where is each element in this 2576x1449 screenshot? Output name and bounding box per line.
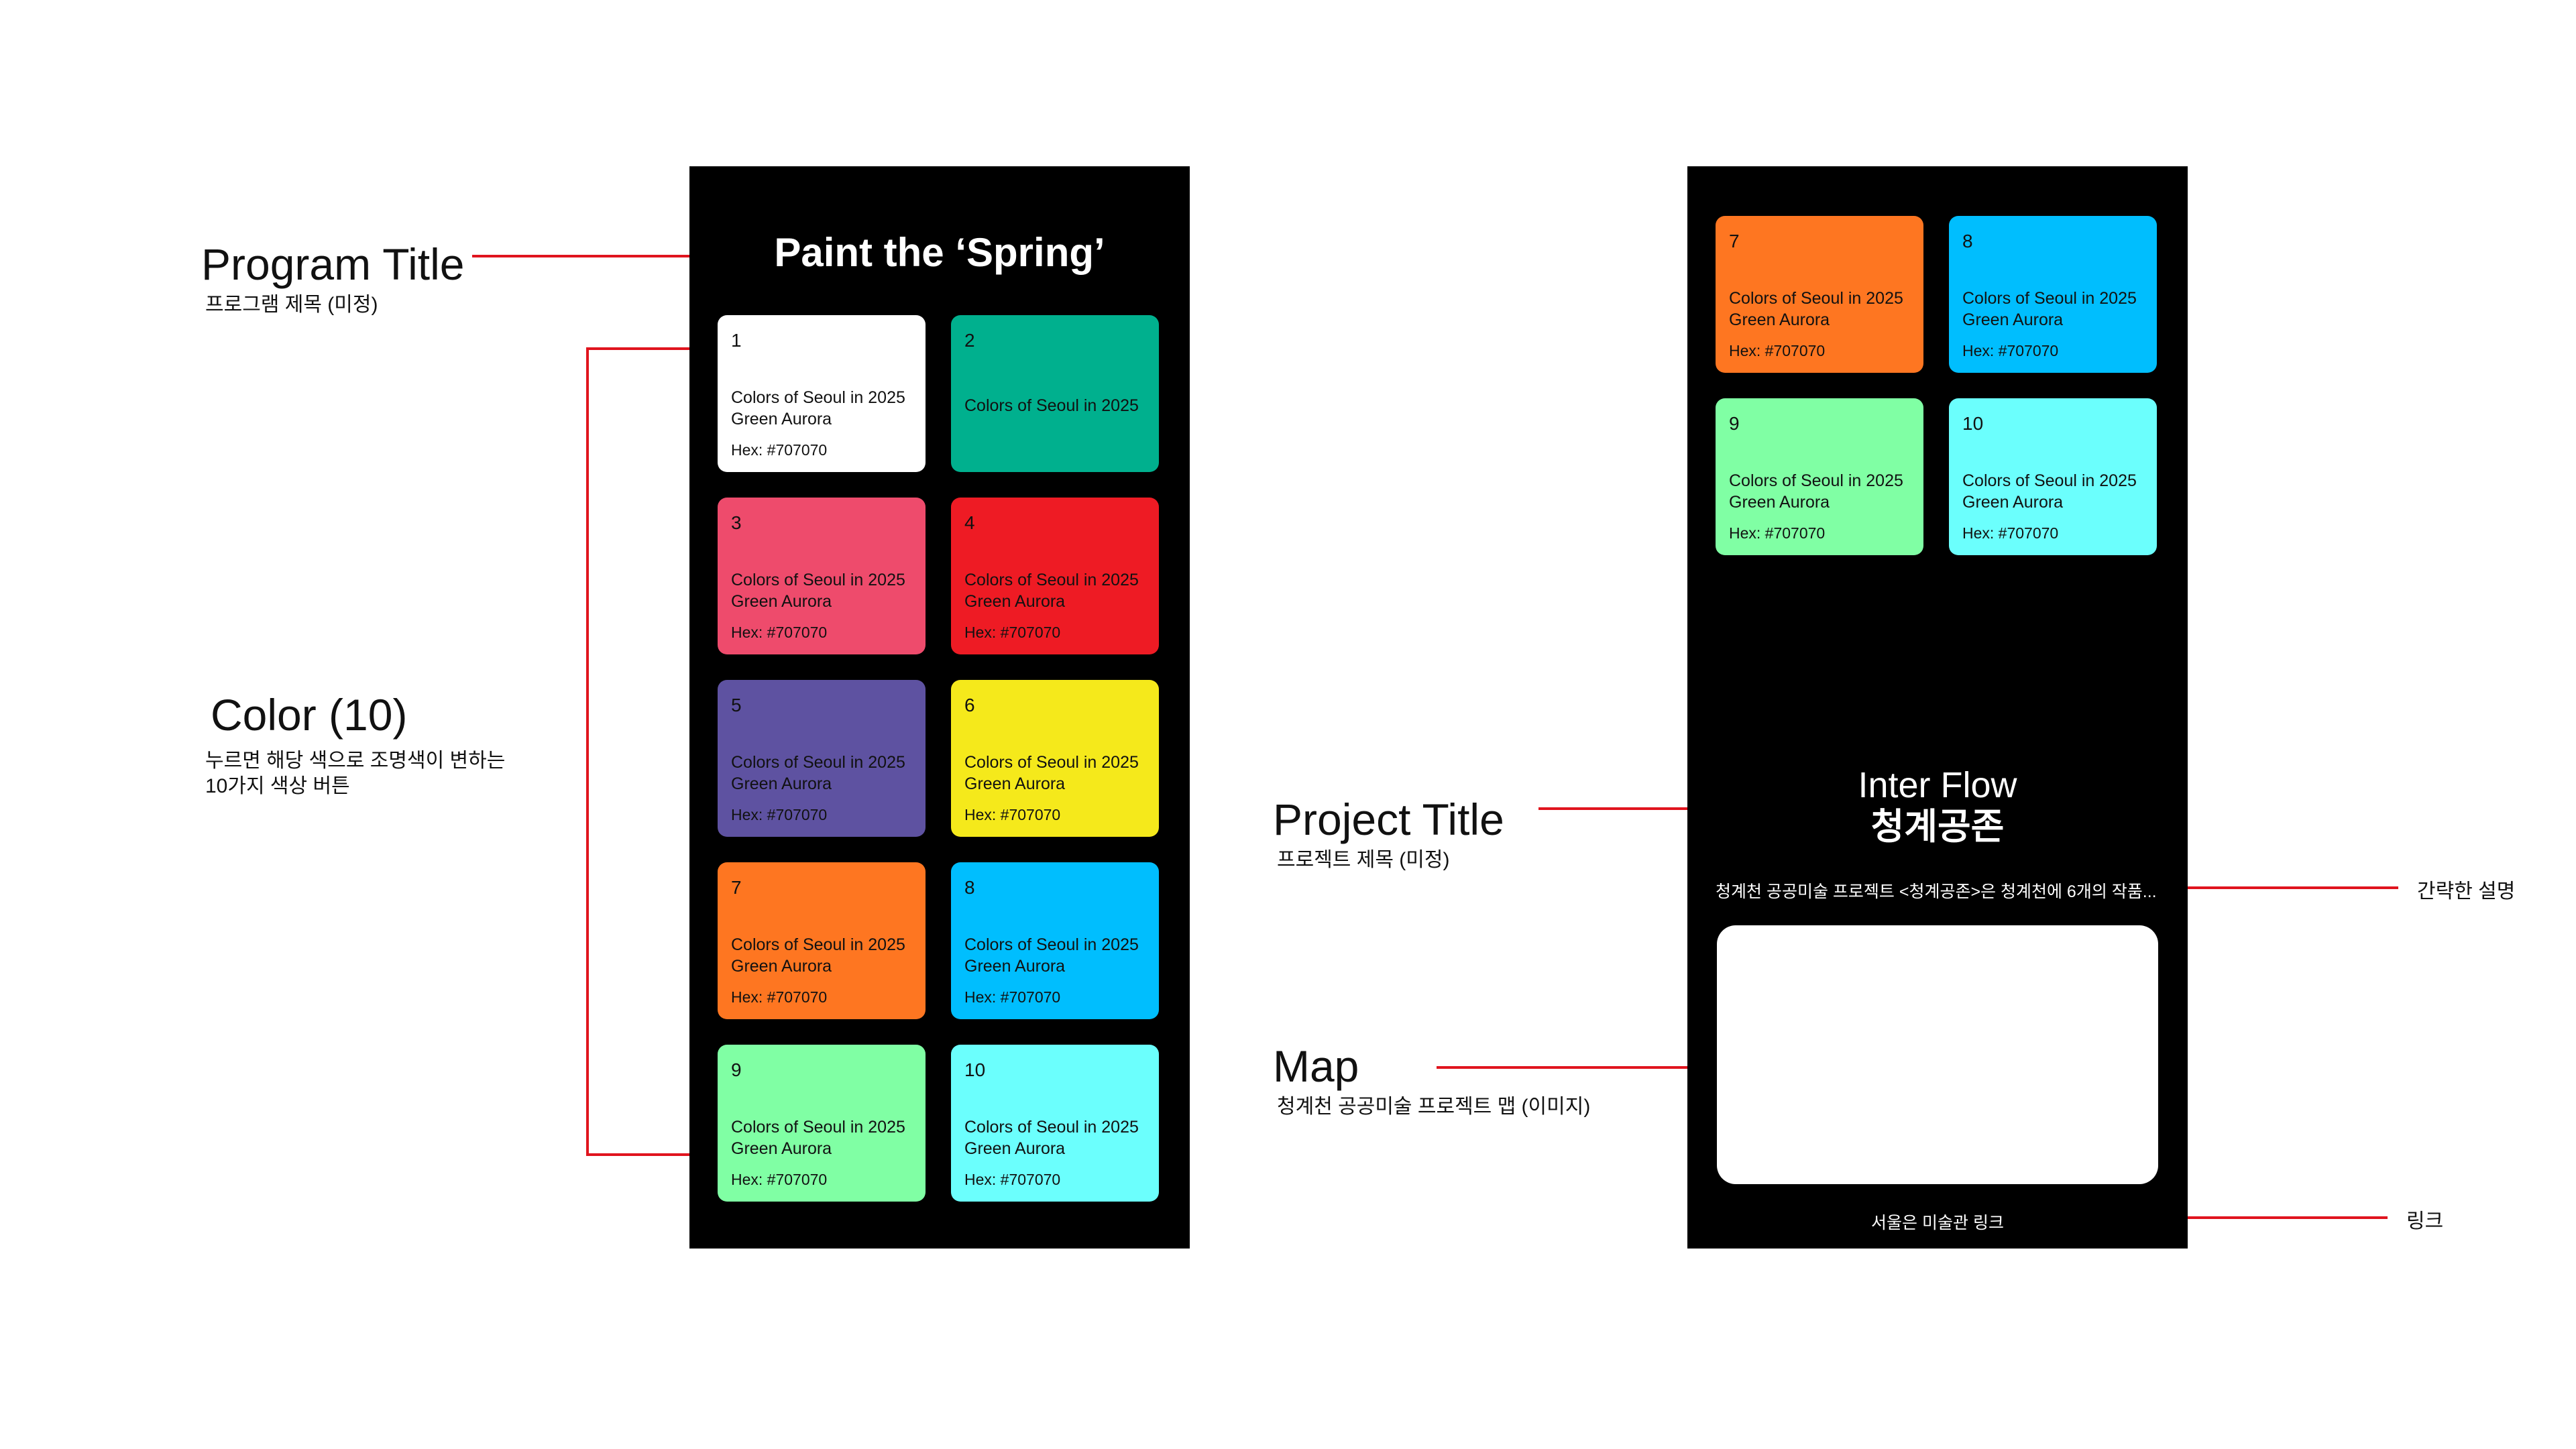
color-card-line1: Colors of Seoul in 2025 <box>964 753 1139 772</box>
annotation-line-link <box>2154 1216 2388 1219</box>
color-card-7[interactable]: 7 Colors of Seoul in 2025 Green Aurora H… <box>718 862 926 1019</box>
color-card-line1: Colors of Seoul in 2025 <box>1729 289 1903 308</box>
color-card-hex: Hex: #707070 <box>964 624 1061 641</box>
annotation-color: Color (10) <box>211 690 408 740</box>
color-card-line2: Green Aurora <box>731 1139 832 1158</box>
color-card-number: 3 <box>731 512 742 533</box>
color-card-line1: Colors of Seoul in 2025 <box>964 571 1139 589</box>
project-title-line1: Inter Flow <box>1858 765 2017 805</box>
color-card-7[interactable]: 7 Colors of Seoul in 2025 Green Aurora H… <box>1716 216 1923 373</box>
color-card-line2: Green Aurora <box>964 592 1066 611</box>
color-card-hex: Hex: #707070 <box>731 1171 828 1188</box>
color-card-line2: Green Aurora <box>1962 310 2064 329</box>
color-card-number: 9 <box>1729 413 1740 434</box>
project-title-line2: 청계공존 <box>1870 807 2005 847</box>
seoul-museum-link[interactable]: 서울은 미술관 링크 <box>1871 1214 2004 1232</box>
color-card-number: 8 <box>1962 231 1973 251</box>
color-card-line1: Colors of Seoul in 2025 <box>1729 471 1903 490</box>
color-card-hex: Hex: #707070 <box>964 1171 1061 1188</box>
program-title: Paint the ‘Spring’ <box>774 230 1105 275</box>
color-card-hex: Hex: #707070 <box>1962 342 2059 359</box>
annotation-line-description <box>2165 886 2398 889</box>
annotation-description: 간략한 설명 <box>2417 880 2516 903</box>
color-card-number: 7 <box>1729 231 1740 251</box>
color-card-8[interactable]: 8 Colors of Seoul in 2025 Green Aurora H… <box>1949 216 2157 373</box>
annotation-bracket-color-bottom <box>586 1153 719 1156</box>
color-card-hex: Hex: #707070 <box>731 988 828 1006</box>
color-card-9[interactable]: 9 Colors of Seoul in 2025 Green Aurora H… <box>1716 398 1923 555</box>
color-card-line1: Colors of Seoul in 2025 <box>731 388 905 407</box>
color-card-line1: Colors of Seoul in 2025 <box>964 396 1139 415</box>
color-card-line1: Colors of Seoul in 2025 <box>1962 471 2137 490</box>
color-card-line2: Green Aurora <box>731 774 832 793</box>
color-card-line1: Colors of Seoul in 2025 <box>731 935 905 954</box>
color-card-line1: Colors of Seoul in 2025 <box>964 1118 1139 1137</box>
annotation-line-map <box>1437 1066 1753 1069</box>
annotation-map-sub: 청계천 공공미술 프로젝트 맵 (이미지) <box>1277 1096 1591 1118</box>
color-card-number: 1 <box>731 330 742 351</box>
color-card-9[interactable]: 9 Colors of Seoul in 2025 Green Aurora H… <box>718 1045 926 1202</box>
color-card-line2: Green Aurora <box>1729 310 1830 329</box>
color-card-line2: Green Aurora <box>964 957 1066 976</box>
color-card-number: 6 <box>964 695 975 715</box>
annotation-program-title-sub: 프로그램 제목 (미정) <box>205 294 378 316</box>
color-card-line2: Green Aurora <box>1729 493 1830 512</box>
project-description: 청계천 공공미술 프로젝트 <청계공존>은 청계천에 6개의 작품... <box>1716 882 2157 901</box>
phone-screen-colors: Paint the ‘Spring’ 1 Colors of Seoul in … <box>689 166 1190 1249</box>
annotation-program-title: Program Title <box>201 239 465 289</box>
annotation-project-title: Project Title <box>1273 795 1504 844</box>
color-card-number: 8 <box>964 877 975 898</box>
color-card-10[interactable]: 10 Colors of Seoul in 2025 Green Aurora … <box>951 1045 1159 1202</box>
color-card-line1: Colors of Seoul in 2025 <box>964 935 1139 954</box>
map-image[interactable] <box>1717 925 2158 1184</box>
color-card-line1: Colors of Seoul in 2025 <box>731 753 905 772</box>
annotation-bracket-color-top <box>586 347 719 350</box>
color-card-line1: Colors of Seoul in 2025 <box>731 571 905 589</box>
project-title: Inter Flow 청계공존 <box>1687 764 2188 848</box>
color-card-number: 7 <box>731 877 742 898</box>
color-card-number: 4 <box>964 512 975 533</box>
color-card-5[interactable]: 5 Colors of Seoul in 2025 Green Aurora H… <box>718 680 926 837</box>
annotation-color-sub: 누르면 해당 색으로 조명색이 변하는 10가지 색상 버튼 <box>205 750 506 797</box>
color-card-2[interactable]: 2 Colors of Seoul in 2025 <box>951 315 1159 472</box>
color-card-number: 10 <box>1962 413 1984 434</box>
color-card-4[interactable]: 4 Colors of Seoul in 2025 Green Aurora H… <box>951 498 1159 654</box>
color-card-hex: Hex: #707070 <box>1729 524 1826 542</box>
color-card-number: 10 <box>964 1059 986 1080</box>
color-card-hex: Hex: #707070 <box>731 624 828 641</box>
color-card-8[interactable]: 8 Colors of Seoul in 2025 Green Aurora H… <box>951 862 1159 1019</box>
color-card-hex: Hex: #707070 <box>964 988 1061 1006</box>
color-card-line2: Green Aurora <box>964 1139 1066 1158</box>
color-card-line1: Colors of Seoul in 2025 <box>1962 289 2137 308</box>
color-card-line1: Colors of Seoul in 2025 <box>731 1118 905 1137</box>
annotation-link: 링크 <box>2406 1210 2444 1232</box>
annotation-bracket-color-vertical <box>586 347 589 1156</box>
annotation-map: Map <box>1273 1041 1359 1091</box>
annotation-project-title-sub: 프로젝트 제목 (미정) <box>1277 849 1450 871</box>
color-card-hex: Hex: #707070 <box>964 806 1061 823</box>
color-card-hex: Hex: #707070 <box>1962 524 2059 542</box>
color-card-line2: Green Aurora <box>1962 493 2064 512</box>
color-card-6[interactable]: 6 Colors of Seoul in 2025 Green Aurora H… <box>951 680 1159 837</box>
color-card-line2: Green Aurora <box>731 957 832 976</box>
color-card-number: 9 <box>731 1059 742 1080</box>
color-card-hex: Hex: #707070 <box>1729 342 1826 359</box>
color-card-line2: Green Aurora <box>731 592 832 611</box>
color-card-10[interactable]: 10 Colors of Seoul in 2025 Green Aurora … <box>1949 398 2157 555</box>
color-card-3[interactable]: 3 Colors of Seoul in 2025 Green Aurora H… <box>718 498 926 654</box>
color-card-hex: Hex: #707070 <box>731 806 828 823</box>
color-card-hex: Hex: #707070 <box>731 441 828 459</box>
color-card-number: 2 <box>964 330 975 351</box>
phone-screen-project: 7 Colors of Seoul in 2025 Green Aurora H… <box>1687 166 2188 1249</box>
color-card-1[interactable]: 1 Colors of Seoul in 2025 Green Aurora H… <box>718 315 926 472</box>
color-card-number: 5 <box>731 695 742 715</box>
annotation-line-program-title <box>472 255 757 257</box>
color-card-line2: Green Aurora <box>731 410 832 428</box>
color-card-line2: Green Aurora <box>964 774 1066 793</box>
